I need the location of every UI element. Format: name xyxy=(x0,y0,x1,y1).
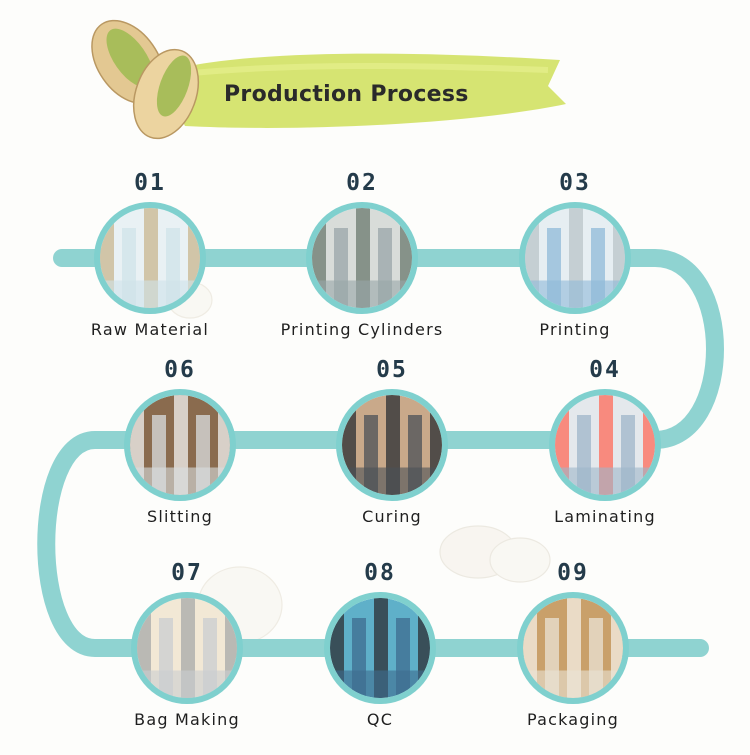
step-photo-2 xyxy=(306,202,418,314)
step-number: 05 xyxy=(376,357,408,383)
step-photo-7 xyxy=(131,592,243,704)
step-circles xyxy=(94,202,661,704)
step-photo-6 xyxy=(124,389,236,501)
pistachio-icon xyxy=(91,19,200,140)
step-photo-3 xyxy=(519,202,631,314)
step-label: Bag Making xyxy=(134,710,240,729)
step-number: 04 xyxy=(589,357,621,383)
step-label: Raw Material xyxy=(90,320,210,339)
step-label: Laminating xyxy=(554,507,656,526)
step-number: 03 xyxy=(559,170,591,196)
step-number: 09 xyxy=(557,560,589,586)
step-label: Slitting xyxy=(147,507,213,526)
step-number: 02 xyxy=(346,170,378,196)
step-number: 06 xyxy=(164,357,196,383)
page-title: Production Process xyxy=(224,82,469,107)
title-banner xyxy=(150,53,566,128)
background-pistachio-sketch-icon xyxy=(167,281,551,644)
step-number: 08 xyxy=(364,560,396,586)
step-label: QC xyxy=(366,710,394,729)
step-label: Printing xyxy=(539,320,611,339)
step-label: Printing Cylinders xyxy=(280,320,444,339)
step-number: 07 xyxy=(171,560,203,586)
step-photo-4 xyxy=(549,389,661,501)
step-photo-9 xyxy=(517,592,629,704)
step-number: 01 xyxy=(134,170,166,196)
step-label: Packaging xyxy=(526,710,620,729)
step-photo-5 xyxy=(336,389,448,501)
step-label: Curing xyxy=(362,507,422,526)
step-photo-8 xyxy=(324,592,436,704)
